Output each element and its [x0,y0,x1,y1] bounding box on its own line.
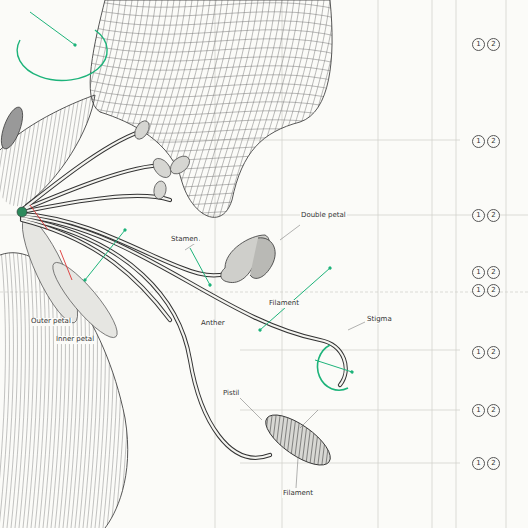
grid-marker: 1 [472,209,485,222]
grid-marker: 2 [487,38,500,51]
grid-marker: 1 [472,135,485,148]
grid-marker: 2 [487,135,500,148]
part-label: Filament [282,490,314,498]
grid-marker: 2 [487,346,500,359]
grid-marker: 1 [472,284,485,297]
part-label: Inner petal [55,336,95,344]
part-label: Filament [268,300,300,308]
part-label: Outer petal [30,318,72,326]
grid-marker: 2 [487,404,500,417]
part-label: Stigma [366,316,393,324]
part-label: Stamen [170,236,199,244]
part-label: Anther [200,320,226,328]
grid-marker: 1 [472,457,485,470]
grid-marker: 2 [487,284,500,297]
grid-marker: 2 [487,266,500,279]
grid-marker: 1 [472,346,485,359]
part-label: Pistil [222,390,240,398]
part-label: Double petal [300,212,347,220]
grid-marker: 1 [472,404,485,417]
grid-marker: 1 [472,266,485,279]
grid-marker: 2 [487,209,500,222]
grid-marker: 1 [472,38,485,51]
grid-marker: 2 [487,457,500,470]
